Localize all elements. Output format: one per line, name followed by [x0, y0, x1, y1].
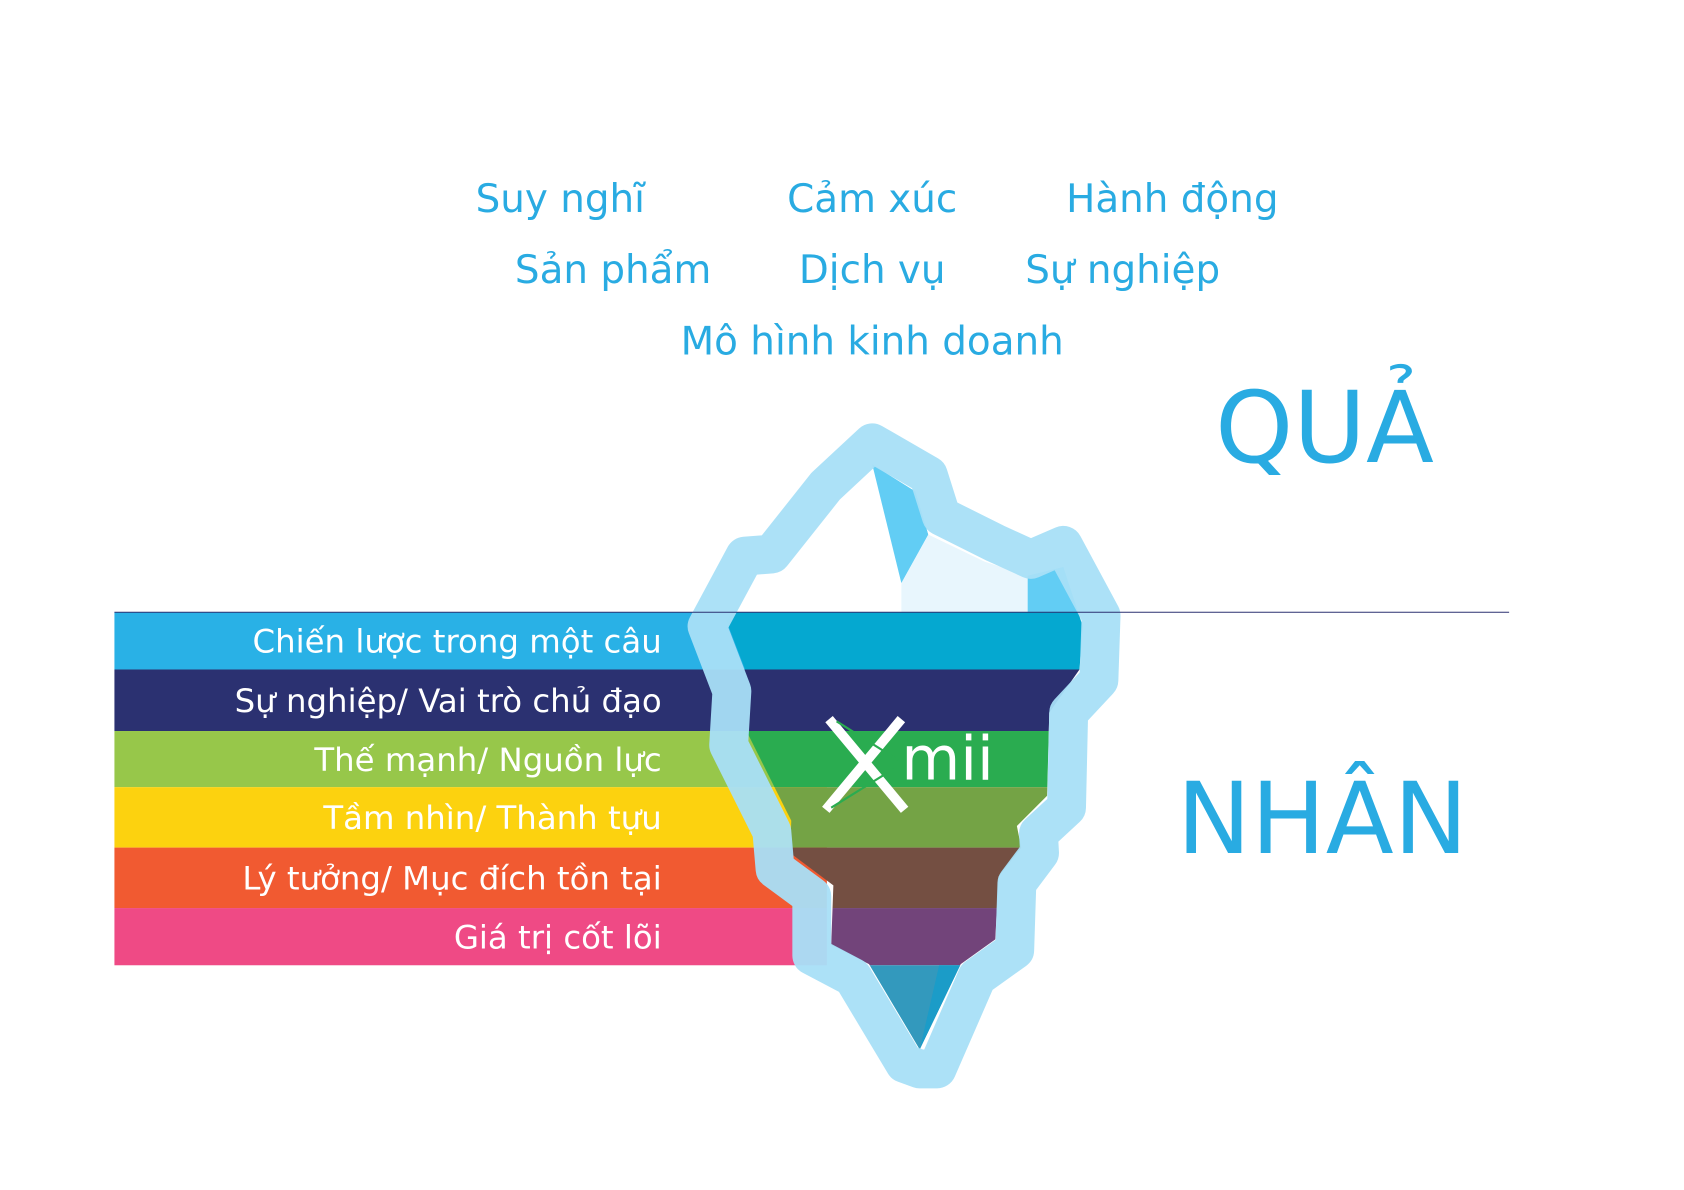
logo-text: mii — [901, 725, 993, 795]
word-dich-vu: Dịch vụ — [799, 248, 946, 293]
layer-band-bg — [114, 787, 827, 848]
qua-label: QUẢ — [1215, 362, 1434, 486]
layer-band: Tầm nhìn/ Thành tựu — [114, 787, 827, 848]
layer-label: Sự nghiệp/ Vai trò chủ đạo — [235, 682, 662, 720]
word-suy-nghi: Suy nghĩ — [476, 177, 647, 222]
iceberg-layer — [726, 612, 1083, 670]
layer-label: Thế mạnh/ Nguồn lực — [313, 741, 661, 779]
layer-band-bg — [114, 847, 827, 909]
layer-band: Sự nghiệp/ Vai trò chủ đạo — [114, 669, 827, 732]
layer-bands: Chiến lược trong một câu Sự nghiệp/ Vai t… — [114, 612, 827, 966]
xmii-logo: mii — [822, 716, 994, 813]
layer-label: Chiến lược trong một câu — [253, 623, 662, 661]
layer-label: Lý tưởng/ Mục đích tồn tại — [242, 860, 661, 898]
iceberg-layer — [726, 669, 1083, 732]
ice-facet — [901, 534, 1028, 613]
iceberg-outline — [687, 423, 1121, 1089]
word-mo-hinh-kinh-doanh: Mô hình kinh doanh — [681, 319, 1064, 364]
word-cam-xuc: Cảm xúc — [787, 177, 957, 222]
word-san-pham: Sản phẩm — [515, 248, 711, 293]
logo-x-mark — [822, 716, 909, 813]
layer-band-bg — [114, 731, 827, 788]
word-su-nghiep: Sự nghiệp — [1025, 248, 1220, 293]
nhan-label: NHÂN — [1177, 760, 1468, 877]
layer-band-bg — [114, 908, 827, 966]
result-words: Suy nghĩ Cảm xúc Hành động Sản phẩm Dịch… — [476, 177, 1279, 364]
layer-band: Lý tưởng/ Mục đích tồn tại — [114, 847, 827, 909]
layer-band: Giá trị cốt lõi — [114, 908, 827, 966]
layer-label: Giá trị cốt lõi — [454, 919, 662, 957]
layer-label: Tầm nhìn/ Thành tựu — [322, 799, 661, 837]
word-hanh-dong: Hành động — [1066, 177, 1278, 222]
layer-band: Thế mạnh/ Nguồn lực — [114, 731, 827, 788]
iceberg-layer — [726, 731, 1083, 788]
